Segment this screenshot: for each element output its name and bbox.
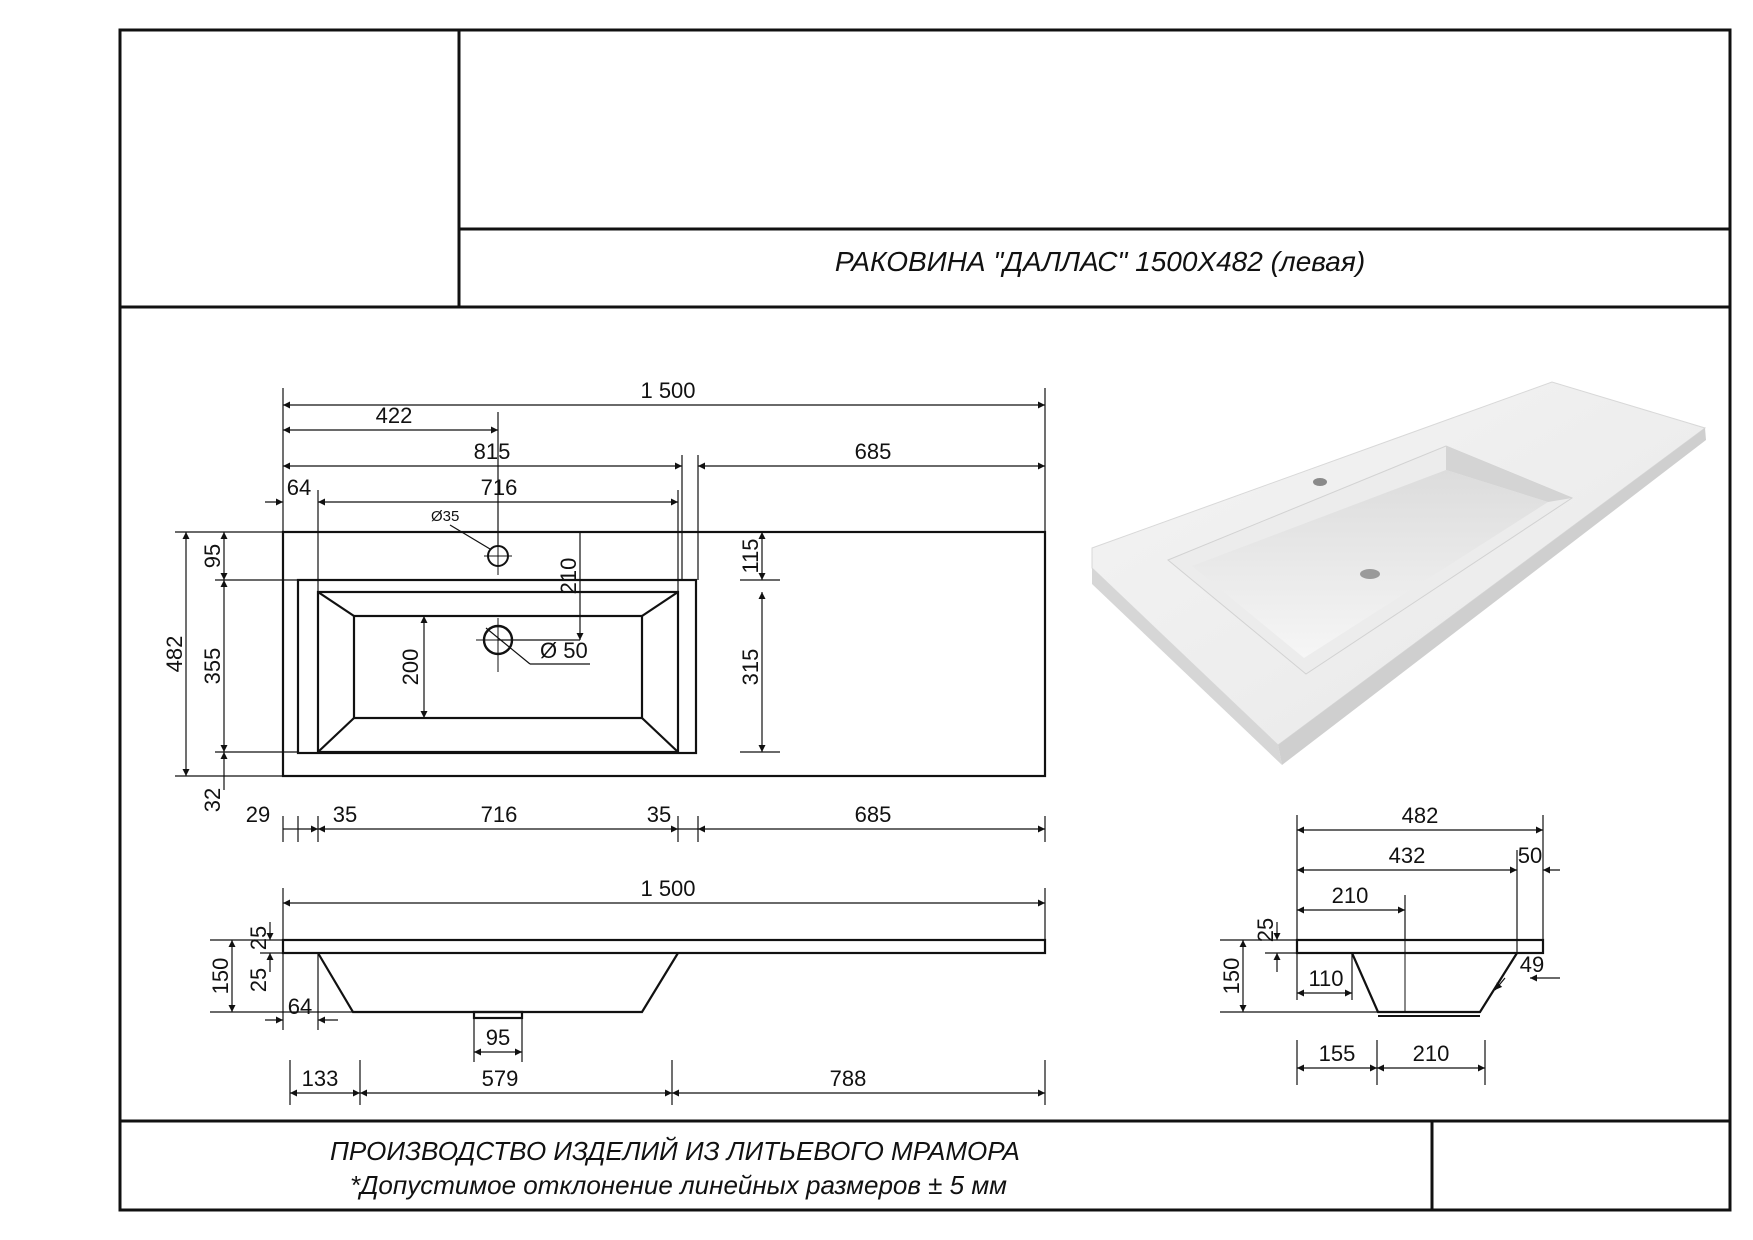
label-basin-inner-depth: 200 [398, 649, 423, 686]
side-view: 482 432 50 210 25 150 110 49 155 210 [1219, 803, 1560, 1085]
label-drain-from-back: 210 [556, 558, 581, 595]
label-drain-diameter: Ø 50 [540, 638, 588, 663]
front-view: 1 500 25 150 25 64 95 133 579 788 [208, 876, 1047, 1105]
label-bottom-35b: 35 [647, 802, 671, 827]
label-side-height: 150 [1219, 958, 1244, 995]
label-basin-side-depth: 315 [738, 649, 763, 686]
label-front-133: 133 [302, 1066, 339, 1091]
label-bottom-35a: 35 [333, 802, 357, 827]
front-view-outline [281, 938, 1047, 1020]
label-front-579: 579 [482, 1066, 519, 1091]
label-side-front-offset: 110 [1308, 966, 1343, 991]
sink-render-image [1091, 381, 1707, 765]
label-counter-length: 685 [855, 439, 892, 464]
label-front-slab: 25 [246, 926, 271, 950]
label-total-depth: 482 [162, 636, 187, 673]
label-side-inner-depth: 432 [1389, 843, 1426, 868]
label-side-drain-offset: 210 [1332, 883, 1369, 908]
tap-leader [449, 524, 491, 550]
label-basin-zone: 815 [474, 439, 511, 464]
title-frame [118, 28, 1732, 1212]
footer-tolerance: *Допустимое отклонение линейных размеров… [350, 1170, 1007, 1200]
label-front-drain: 95 [486, 1025, 510, 1050]
label-edge-offset: 64 [287, 475, 311, 500]
label-bottom-685: 685 [855, 802, 892, 827]
footer-production: ПРОИЗВОДСТВО ИЗДЕЛИЙ ИЗ ЛИТЬЕВОГО МРАМОР… [330, 1136, 1020, 1166]
label-basin-top-length: 716 [481, 475, 518, 500]
label-side-total-depth: 482 [1402, 803, 1439, 828]
top-view-outline [281, 530, 1047, 778]
label-front-edge: 64 [288, 994, 312, 1019]
label-basin-back-offset: 115 [738, 538, 763, 573]
drawing-title: РАКОВИНА "ДАЛЛАС" 1500Х482 (левая) [835, 246, 1365, 277]
label-bottom-29: 29 [246, 802, 270, 827]
drain-leader [485, 627, 531, 665]
label-side-wall-dim: 49 [1520, 952, 1544, 977]
label-tap-from-back: 95 [200, 544, 225, 568]
top-view: 1 500 422 815 685 64 716 Ø35 Ø 50 482 95… [162, 378, 1047, 842]
label-side-155: 155 [1319, 1041, 1356, 1066]
label-tap-diameter: Ø35 [431, 508, 459, 525]
dim-side-49-line [1494, 977, 1506, 991]
label-front-margin: 32 [200, 788, 225, 812]
label-front-788: 788 [830, 1066, 867, 1091]
label-side-210: 210 [1413, 1041, 1450, 1066]
label-bottom-716: 716 [481, 802, 518, 827]
label-front-height: 150 [208, 958, 233, 995]
label-side-back-lip: 50 [1518, 843, 1542, 868]
label-front-height-offset: 25 [246, 968, 271, 992]
label-front-total-length: 1 500 [640, 876, 695, 901]
label-basin-depth: 355 [200, 648, 225, 685]
label-side-slab: 25 [1253, 918, 1278, 942]
label-tap-offset: 422 [376, 403, 413, 428]
label-total-length: 1 500 [640, 378, 695, 403]
drain-hole [476, 618, 520, 672]
